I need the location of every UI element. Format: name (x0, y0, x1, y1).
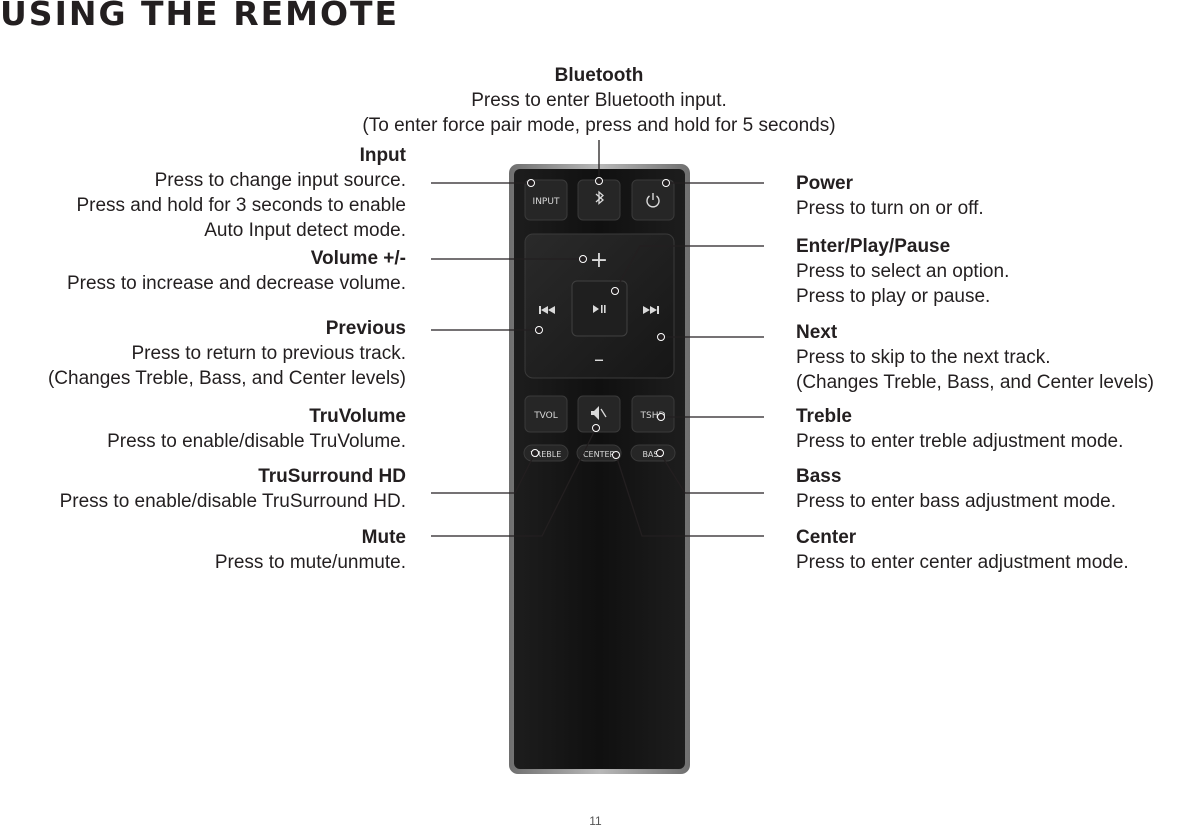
callout-text: Press to select an option. (796, 261, 1010, 282)
callout-text: Press to enter center adjustment mode. (796, 552, 1129, 573)
volume-up-button[interactable]: + (590, 248, 608, 273)
callout-title: Bluetooth (554, 65, 644, 86)
leader-trusurround (431, 452, 536, 494)
callout-text: Press to enter Bluetooth input. (471, 90, 727, 111)
callout-title: TruSurround HD (258, 466, 406, 487)
callout-mute: Mute Press to mute/unmute. (215, 525, 406, 575)
play-pause-icon (593, 305, 606, 313)
svg-text:TREBLE: TREBLE (530, 450, 562, 459)
callout-text: Press to enable/disable TruVolume. (107, 431, 406, 452)
callout-title: Next (796, 322, 838, 343)
callout-text: (To enter force pair mode, press and hol… (362, 115, 836, 136)
center-button[interactable]: CENTER (576, 444, 622, 462)
callout-text: Press to turn on or off. (796, 198, 984, 219)
callout-text: Auto Input detect mode. (204, 220, 406, 241)
power-button[interactable] (631, 179, 675, 221)
next-track-icon (643, 306, 659, 314)
svg-text:TSHD: TSHD (640, 411, 666, 421)
callout-text: Press to increase and decrease volume. (66, 273, 406, 294)
callout-text: Press to skip to the next track. (796, 347, 1051, 368)
input-button[interactable]: INPUT (524, 179, 568, 221)
next-button[interactable] (643, 306, 659, 314)
callout-title: Center (796, 527, 857, 548)
leader-bass (659, 452, 764, 494)
callout-text: Press to enter bass adjustment mode. (796, 491, 1116, 512)
callout-text: Press to mute/unmute. (214, 552, 406, 573)
callout-title: Treble (796, 406, 852, 427)
callout-text: Press and hold for 3 seconds to enable (76, 195, 406, 216)
callout-truvolume: TruVolume Press to enable/disable TruVol… (107, 404, 406, 454)
callout-center: Center Press to enter center adjustment … (796, 525, 1129, 575)
callout-bass: Bass Press to enter bass adjustment mode… (796, 464, 1116, 514)
callout-title: TruVolume (309, 406, 406, 427)
callout-text: Press to enable/disable TruSurround HD. (59, 491, 406, 512)
callout-title: Power (796, 173, 854, 194)
page-number: 11 (589, 814, 602, 828)
bluetooth-icon (595, 190, 604, 205)
previous-button[interactable] (539, 306, 555, 314)
page-title: USING THE REMOTE (0, 0, 400, 33)
callout-text: Press to play or pause. (796, 286, 991, 307)
callout-volume: Volume +/- Press to increase and decreas… (67, 246, 406, 296)
svg-text:TVOL: TVOL (533, 411, 558, 421)
callout-input: Input Press to change input source. Pres… (76, 143, 406, 243)
bluetooth-button[interactable] (577, 179, 621, 221)
leader-enter (614, 245, 764, 292)
callout-title: Input (359, 145, 406, 166)
mute-icon (591, 406, 607, 420)
callout-text: Press to return to previous track. (131, 343, 406, 364)
svg-text:INPUT: INPUT (533, 197, 560, 207)
volume-down-button[interactable]: – (594, 347, 604, 371)
callout-previous: Previous Press to return to previous tra… (48, 316, 406, 391)
treble-button[interactable]: TREBLE (523, 444, 569, 462)
svg-text:CENTER: CENTER (583, 450, 616, 459)
tvol-button[interactable]: TVOL (524, 395, 568, 433)
callout-bluetooth: Bluetooth Press to enter Bluetooth input… (299, 63, 899, 138)
previous-track-icon (539, 306, 555, 314)
callout-trusurround: TruSurround HD Press to enable/disable T… (60, 464, 406, 514)
callout-text: Press to enter treble adjustment mode. (796, 431, 1124, 452)
callout-title: Previous (325, 318, 406, 339)
leader-mute (431, 427, 597, 537)
callout-enter: Enter/Play/Pause Press to select an opti… (796, 234, 1009, 309)
dpad: + – (524, 233, 675, 379)
callout-power: Power Press to turn on or off. (796, 171, 984, 221)
leader-lines (431, 140, 764, 537)
bass-button[interactable]: BASS (630, 444, 676, 462)
enter-play-pause-button[interactable] (571, 280, 628, 337)
power-icon (646, 193, 660, 208)
callout-title: Volume +/- (310, 248, 406, 269)
callout-treble: Treble Press to enter treble adjustment … (796, 404, 1123, 454)
callout-title: Enter/Play/Pause (796, 236, 951, 257)
callout-text: Press to change input source. (154, 170, 406, 191)
callout-text: (Changes Treble, Bass, and Center levels… (796, 372, 1155, 393)
mute-button[interactable] (577, 395, 621, 433)
leader-dots (527, 177, 670, 459)
callout-next: Next Press to skip to the next track. (C… (796, 320, 1154, 395)
callout-title: Mute (361, 527, 406, 548)
callout-title: Bass (796, 466, 842, 487)
leader-center (615, 454, 764, 537)
tshd-button[interactable]: TSHD (631, 395, 675, 433)
svg-text:BASS: BASS (642, 450, 663, 459)
callout-text: (Changes Treble, Bass, and Center levels… (47, 368, 406, 389)
